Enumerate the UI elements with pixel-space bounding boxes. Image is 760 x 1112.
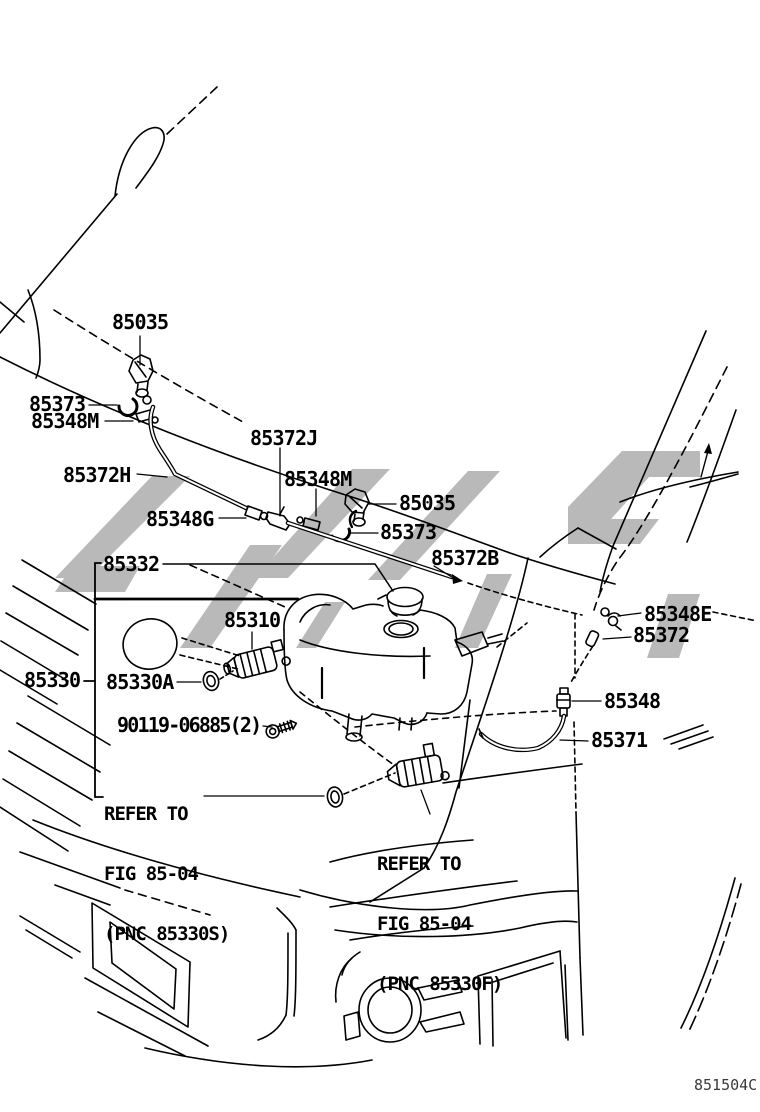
a-pillar-right-2: [593, 366, 728, 611]
washer-pump-rear-icon: [386, 742, 450, 788]
washer-parts: [117, 354, 758, 808]
hose-joint-85348G-icon: [244, 505, 291, 531]
part-number-label: 85373: [380, 520, 437, 544]
refer-note-line: REFER TO: [377, 853, 462, 875]
panel-opening-oval: [122, 618, 178, 670]
watermark-logo: [55, 451, 700, 658]
part-number-label: 85348: [604, 689, 661, 713]
fog-lamp: [334, 951, 465, 1043]
part-number-label: 85332: [103, 552, 160, 576]
hose-joint-85348-icon: [556, 687, 571, 717]
refer-note-85330S: REFER TO FIG 85-04 (PNC 85330S): [104, 764, 230, 964]
filler-neck-icon: [383, 619, 419, 639]
tube-tip: [452, 574, 463, 584]
part-number-label: 90119-06885(2): [117, 713, 262, 737]
inner-fender-line: [423, 557, 529, 869]
routing-arrow-head: [704, 443, 712, 454]
washer-pump-front-icon: [223, 638, 291, 679]
part-number-label: 85035: [112, 310, 169, 334]
hood-edge-dashed: [53, 309, 244, 423]
refer-note-line: FIG 85-04: [377, 913, 472, 935]
refer-note-line: REFER TO: [104, 803, 189, 825]
part-number-label: 85330: [24, 668, 81, 692]
fender-top-curve: [619, 471, 739, 503]
assembly-bracket: [94, 562, 104, 798]
washer-nozzle-rear-icon: [344, 488, 370, 529]
refer-note-line: FIG 85-04: [104, 863, 199, 885]
a-pillar-left-line: [0, 193, 118, 334]
hose-joint-85348M-front-icon: [135, 409, 159, 424]
license-plate-opening: [109, 921, 177, 1010]
washer-hose-85371: [478, 713, 567, 753]
grille-slats: [0, 559, 111, 852]
leader-lines: [83, 335, 642, 815]
part-number-label: 85348M: [284, 467, 352, 491]
washer-tank-icon: [283, 593, 504, 742]
wheel-arch: [680, 877, 736, 1029]
part-number-label: 85035: [399, 491, 456, 515]
routing-arrow: [700, 450, 709, 478]
part-number-label: 85372B: [431, 546, 499, 570]
figure-code: 851504C: [694, 1076, 758, 1094]
vehicle-body-line-art: [0, 86, 742, 1068]
refer-note-line: (PNC 85330S): [104, 923, 230, 945]
part-number-label: 85348M: [31, 409, 99, 433]
refer-note-85330F: REFER TO FIG 85-04 (PNC 85330F): [377, 814, 503, 1014]
part-number-label: 85372J: [250, 426, 318, 450]
part-number-label: 85348G: [146, 507, 214, 531]
nozzle-grommet-front-icon: [117, 397, 139, 417]
part-number-label: 85372: [633, 623, 690, 647]
mounting-bolt-icon: [265, 719, 298, 739]
part-number-label: 85372H: [63, 463, 131, 487]
part-number-label: 85373: [29, 392, 86, 416]
a-pillar-right-1: [599, 330, 707, 593]
hose-joint-85348M-rear-icon: [296, 516, 321, 531]
part-number-label: 85330A: [106, 670, 174, 694]
license-plate-recess: [91, 902, 191, 1028]
bumper: [19, 819, 578, 1068]
mirror-fin: [114, 126, 165, 197]
pump-grommet-front-icon: [202, 670, 220, 692]
bumper-side-opening: [477, 950, 567, 1047]
pump-grommet-rear-icon: [326, 786, 344, 808]
part-number-label: 85310: [224, 608, 281, 632]
tank-cap-icon: [377, 586, 424, 617]
part-number-label: 85348E: [644, 602, 712, 626]
washer-nozzle-front-icon: [128, 354, 154, 405]
tube-85372-icon: [585, 630, 600, 648]
a-pillar-left-dashed: [166, 86, 218, 135]
refer-note-line: (PNC 85330F): [377, 973, 503, 995]
hose-joint-85348E-icon: [600, 607, 622, 631]
part-number-label: 85371: [591, 728, 648, 752]
